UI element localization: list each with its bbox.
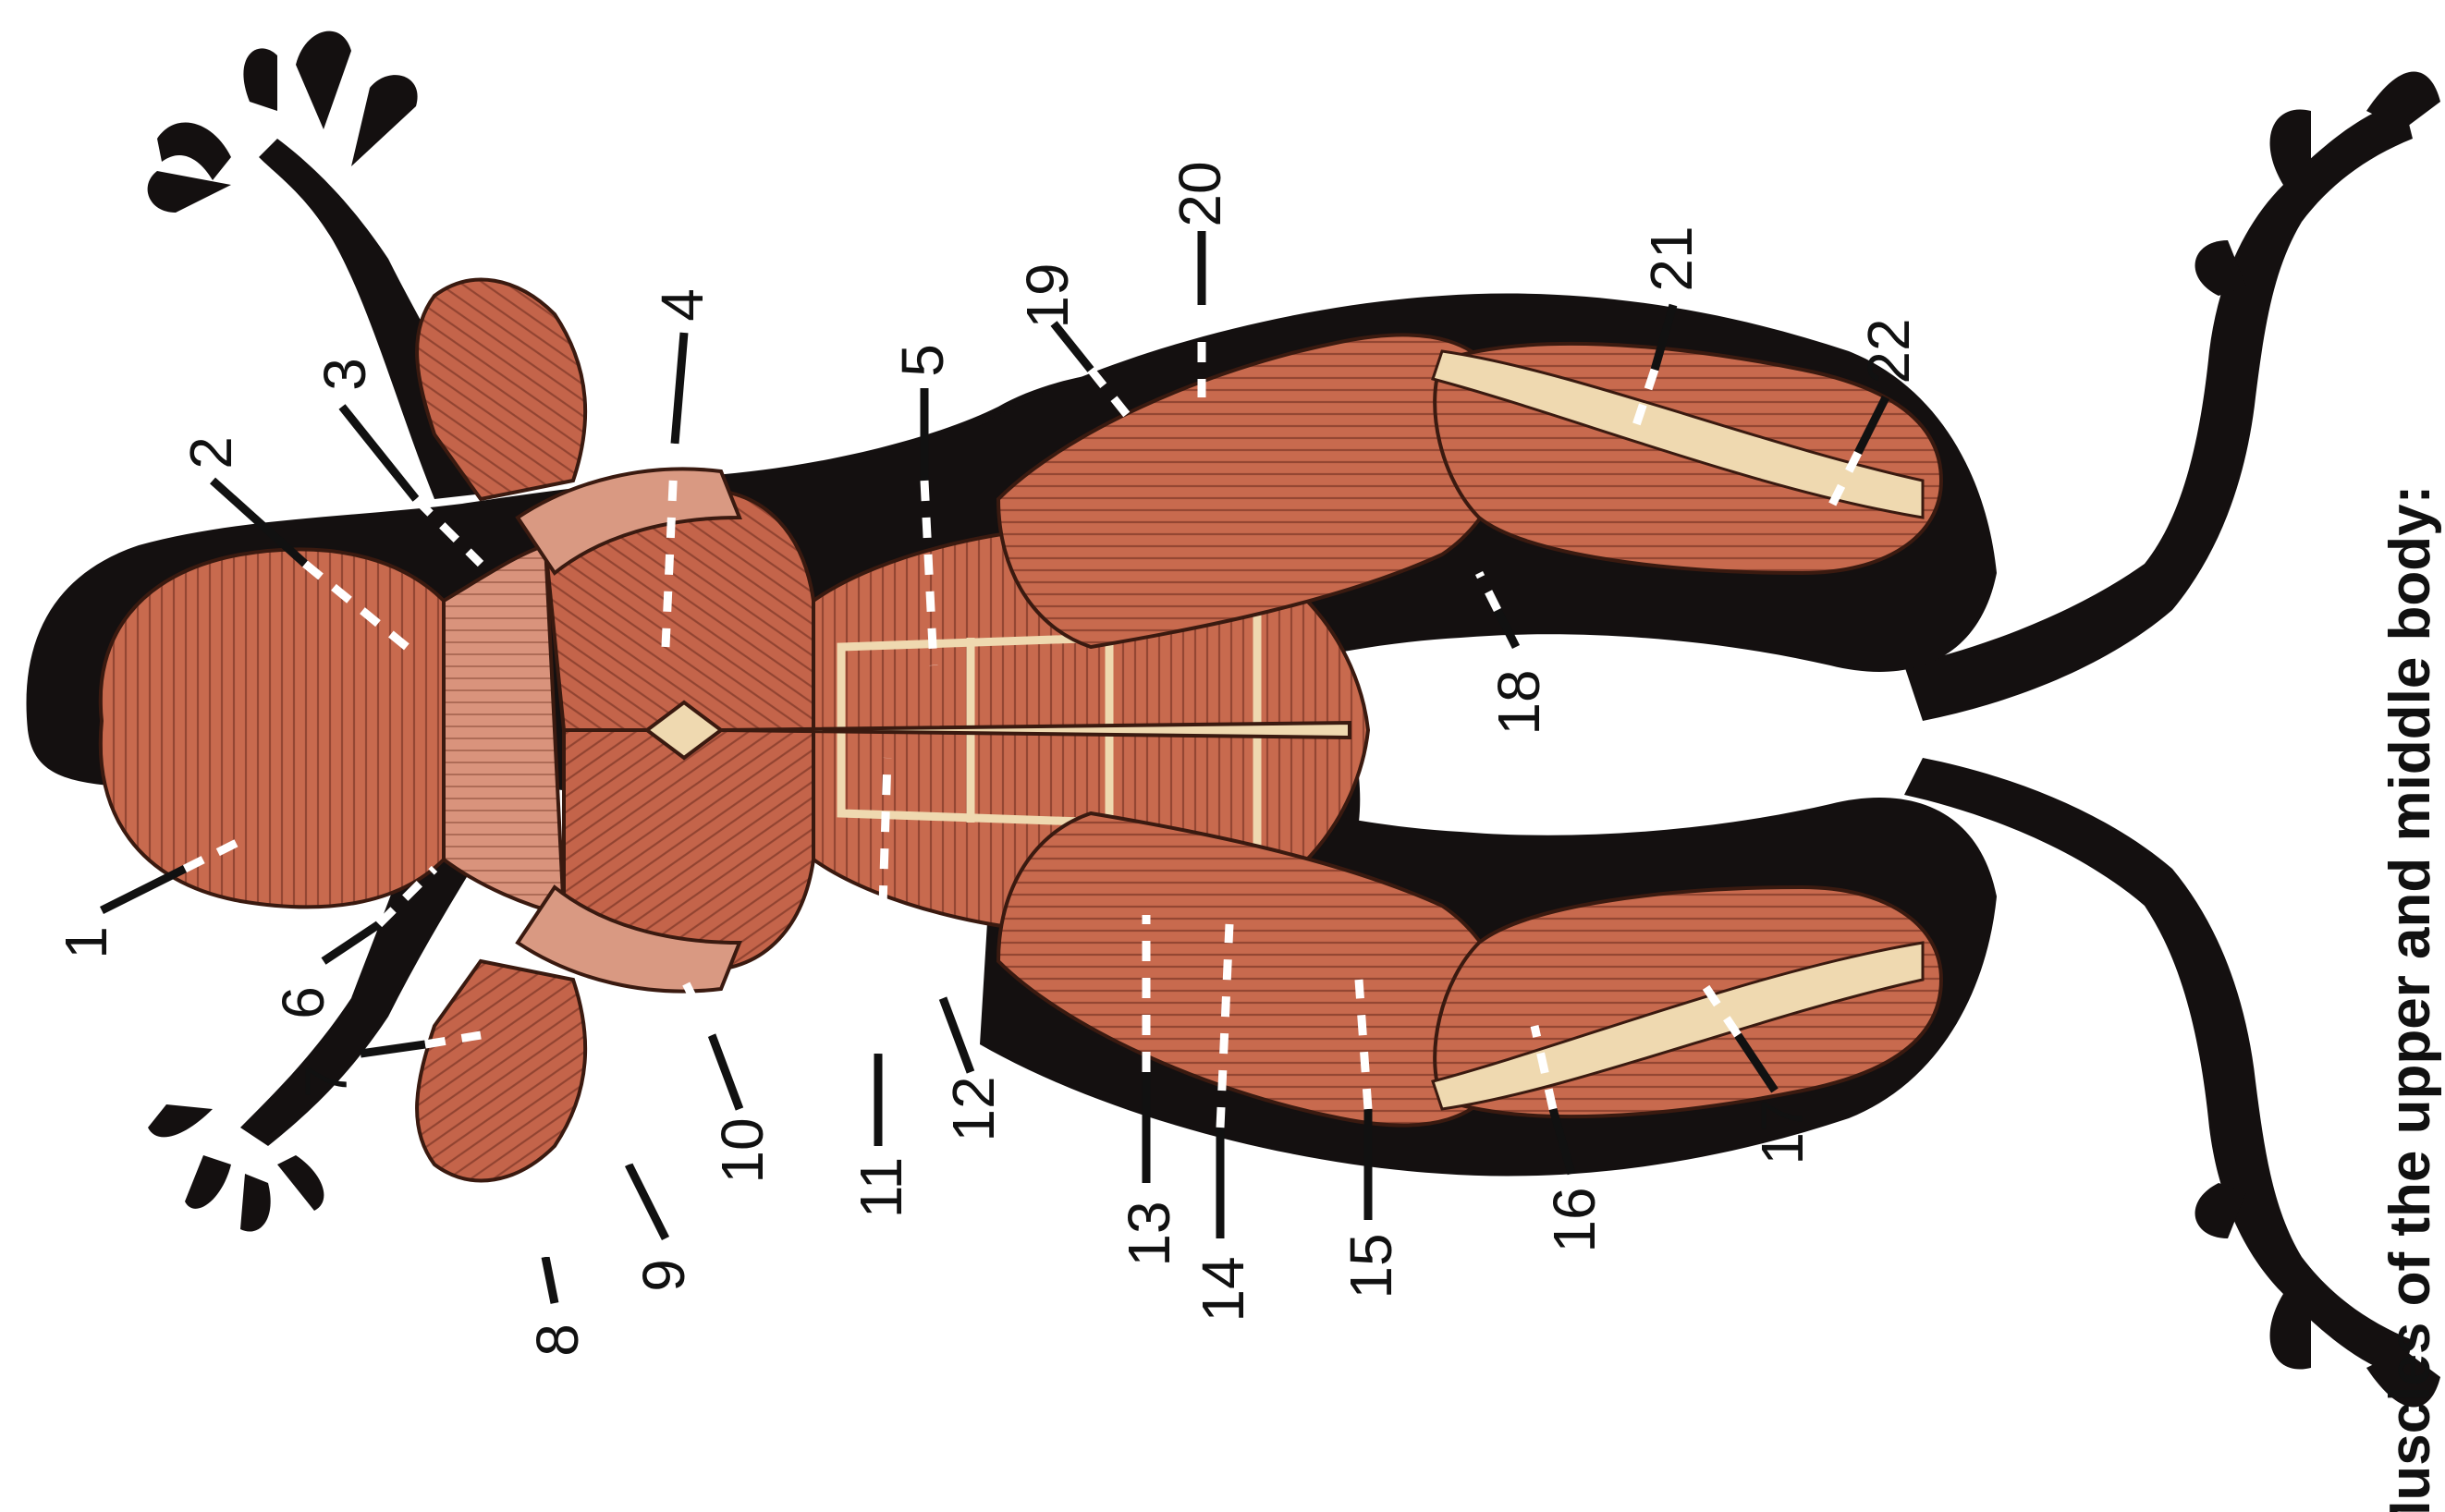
muscle-head	[101, 549, 444, 907]
label-17: 17	[1749, 1099, 1815, 1164]
figure-caption: Muscles of the upper and middle body:	[2378, 485, 2442, 1512]
label-15: 15	[1338, 1233, 1404, 1299]
label-8: 8	[524, 1323, 591, 1357]
label-10: 10	[709, 1117, 776, 1183]
label-7: 7	[293, 1065, 360, 1098]
label-12: 12	[940, 1076, 1007, 1141]
label-22: 22	[1855, 318, 1922, 384]
label-4: 4	[649, 288, 715, 322]
label-13: 13	[1116, 1201, 1182, 1266]
label-20: 20	[1167, 161, 1233, 226]
label-18: 18	[1485, 669, 1552, 735]
label-9: 9	[630, 1259, 697, 1292]
label-5: 5	[889, 344, 956, 377]
label-3: 3	[312, 358, 378, 391]
label-21: 21	[1638, 226, 1705, 291]
label-1: 1	[53, 926, 119, 959]
muscle-upper-arm-bottom	[417, 961, 585, 1180]
label-2: 2	[177, 436, 244, 469]
label-6: 6	[270, 986, 336, 1019]
label-14: 14	[1190, 1256, 1256, 1322]
label-19: 19	[1014, 262, 1081, 328]
muscle-collar	[444, 545, 564, 915]
label-16: 16	[1541, 1187, 1608, 1252]
label-11: 11	[848, 1157, 914, 1218]
